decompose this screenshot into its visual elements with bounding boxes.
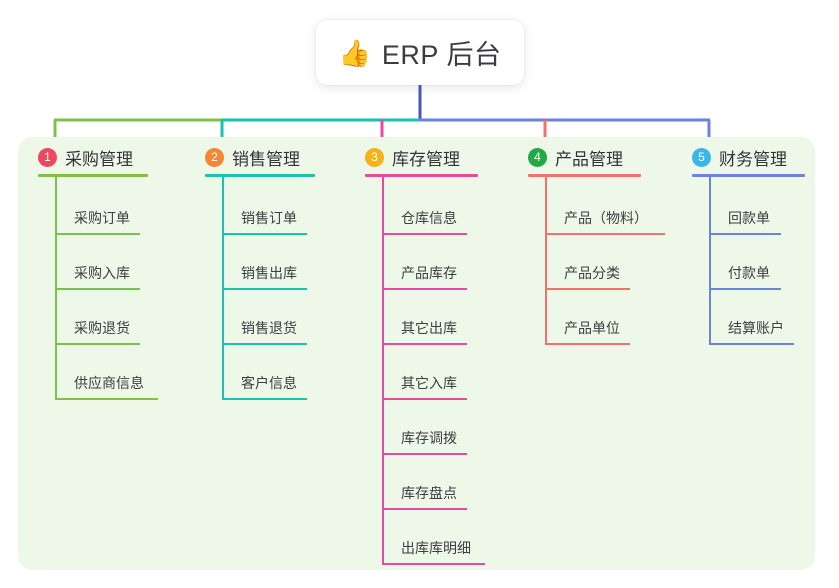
module-item-label: 采购订单 bbox=[74, 210, 130, 226]
module-item[interactable]: 销售出库 bbox=[222, 242, 307, 290]
module-item-rule bbox=[382, 343, 467, 345]
module-item[interactable]: 客户信息 bbox=[222, 352, 307, 400]
module-title-3: 库存管理 bbox=[392, 150, 460, 169]
module-item-rule bbox=[222, 288, 307, 290]
module-header-5[interactable]: 5 财务管理 bbox=[692, 145, 787, 170]
module-item-label: 其它出库 bbox=[401, 320, 457, 336]
module-item[interactable]: 库存调拨 bbox=[382, 407, 467, 455]
module-header-rule-4 bbox=[528, 174, 641, 177]
module-item-label: 销售订单 bbox=[241, 210, 297, 226]
module-item-rule bbox=[382, 398, 467, 400]
module-item[interactable]: 产品库存 bbox=[382, 242, 467, 290]
module-title-4: 产品管理 bbox=[555, 150, 623, 169]
module-item-rule bbox=[55, 398, 158, 400]
module-header-rule-5 bbox=[692, 174, 805, 177]
module-item-rule bbox=[382, 288, 467, 290]
module-item-label: 结算账户 bbox=[728, 320, 784, 336]
module-item[interactable]: 回款单 bbox=[709, 187, 781, 235]
module-item[interactable]: 销售订单 bbox=[222, 187, 307, 235]
modules-panel: 1 采购管理采购订单采购入库采购退货供应商信息 2 销售管理销售订单销售出库销售退货客… bbox=[18, 137, 815, 570]
module-item-label: 库存盘点 bbox=[401, 485, 457, 501]
module-item-label: 供应商信息 bbox=[74, 375, 144, 391]
module-title-5: 财务管理 bbox=[719, 150, 787, 169]
module-item-rule bbox=[382, 233, 467, 235]
module-item-label: 付款单 bbox=[728, 265, 770, 281]
module-item-rule bbox=[545, 343, 630, 345]
module-item[interactable]: 其它入库 bbox=[382, 352, 467, 400]
module-item-rule bbox=[222, 343, 307, 345]
module-item[interactable]: 销售退货 bbox=[222, 297, 307, 345]
module-item[interactable]: 产品（物料） bbox=[545, 187, 665, 235]
module-badge-4: 4 bbox=[528, 148, 547, 167]
module-item-rule bbox=[382, 508, 467, 510]
module-item-rule bbox=[545, 233, 665, 235]
module-item-label: 采购入库 bbox=[74, 265, 130, 281]
module-item-rule bbox=[382, 563, 485, 565]
module-item-label: 产品（物料） bbox=[564, 210, 648, 226]
module-header-rule-1 bbox=[38, 174, 148, 177]
module-item[interactable]: 产品分类 bbox=[545, 242, 630, 290]
module-item[interactable]: 出库库明细 bbox=[382, 517, 485, 565]
module-item-label: 仓库信息 bbox=[401, 210, 457, 226]
module-item[interactable]: 仓库信息 bbox=[382, 187, 467, 235]
module-spine-3 bbox=[382, 177, 384, 565]
module-header-rule-3 bbox=[365, 174, 478, 177]
module-item-label: 产品分类 bbox=[564, 265, 620, 281]
module-item-label: 其它入库 bbox=[401, 375, 457, 391]
module-item[interactable]: 库存盘点 bbox=[382, 462, 467, 510]
module-header-rule-2 bbox=[205, 174, 315, 177]
module-item-label: 产品库存 bbox=[401, 265, 457, 281]
module-item[interactable]: 付款单 bbox=[709, 242, 781, 290]
module-item-label: 客户信息 bbox=[241, 375, 297, 391]
module-badge-5: 5 bbox=[692, 148, 711, 167]
module-item-rule bbox=[382, 453, 467, 455]
module-header-1[interactable]: 1 采购管理 bbox=[38, 145, 133, 170]
module-item[interactable]: 结算账户 bbox=[709, 297, 794, 345]
module-item-rule bbox=[55, 288, 140, 290]
module-item[interactable]: 产品单位 bbox=[545, 297, 630, 345]
module-item-rule bbox=[709, 288, 781, 290]
module-badge-1: 1 bbox=[38, 148, 57, 167]
module-item[interactable]: 采购退货 bbox=[55, 297, 140, 345]
module-item-label: 产品单位 bbox=[564, 320, 620, 336]
module-item-rule bbox=[709, 343, 794, 345]
module-item-rule bbox=[55, 343, 140, 345]
module-spine-4 bbox=[545, 177, 547, 345]
module-item-label: 出库库明细 bbox=[401, 540, 471, 556]
module-item-rule bbox=[545, 288, 630, 290]
module-header-3[interactable]: 3 库存管理 bbox=[365, 145, 460, 170]
module-item-label: 回款单 bbox=[728, 210, 770, 226]
module-badge-3: 3 bbox=[365, 148, 384, 167]
thumbs-up-icon: 👍 bbox=[338, 37, 371, 68]
module-item[interactable]: 其它出库 bbox=[382, 297, 467, 345]
module-item[interactable]: 采购入库 bbox=[55, 242, 140, 290]
module-item[interactable]: 供应商信息 bbox=[55, 352, 158, 400]
module-item[interactable]: 采购订单 bbox=[55, 187, 140, 235]
module-item-rule bbox=[709, 233, 781, 235]
module-item-label: 采购退货 bbox=[74, 320, 130, 336]
module-spine-5 bbox=[709, 177, 711, 345]
root-node-title: ERP 后台 bbox=[381, 40, 502, 70]
root-node-card[interactable]: 👍 ERP 后台 bbox=[316, 20, 524, 85]
module-item-label: 销售退货 bbox=[241, 320, 297, 336]
module-item-rule bbox=[222, 398, 307, 400]
module-header-4[interactable]: 4 产品管理 bbox=[528, 145, 623, 170]
module-item-label: 库存调拨 bbox=[401, 430, 457, 446]
module-item-rule bbox=[55, 233, 140, 235]
module-badge-2: 2 bbox=[205, 148, 224, 167]
module-header-2[interactable]: 2 销售管理 bbox=[205, 145, 300, 170]
module-title-2: 销售管理 bbox=[232, 150, 300, 169]
module-item-rule bbox=[222, 233, 307, 235]
module-title-1: 采购管理 bbox=[65, 150, 133, 169]
module-item-label: 销售出库 bbox=[241, 265, 297, 281]
